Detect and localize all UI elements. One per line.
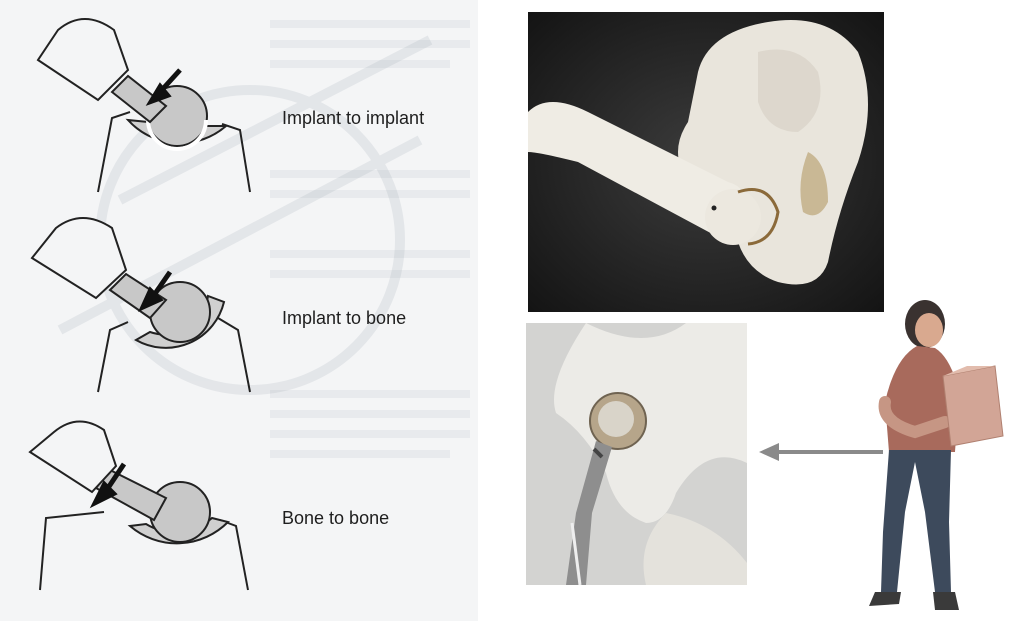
diagram-bone-to-bone [30,421,248,590]
carried-box [943,366,1003,446]
pants [881,450,951,592]
caption-implant-to-implant: Implant to implant [282,108,424,129]
pelvis-femur-model-svg [528,12,884,312]
hip-implant-closeup-photo [526,323,747,585]
caption-implant-to-bone: Implant to bone [282,308,406,329]
impingement-diagram-svg [0,0,478,621]
person-carrying-box-svg [855,292,1005,617]
caption-bone-to-bone: Bone to bone [282,508,389,529]
background-ghost-text [270,20,470,458]
femoral-head [705,189,761,245]
person-carrying-box-figure [855,292,1005,617]
pelvis-femur-model-photo [528,12,884,312]
impingement-diagram: Implant to implant Implant to bone Bone … [0,0,478,621]
hip-implant-closeup-svg [526,323,747,585]
diagram-implant-to-implant [38,19,250,192]
